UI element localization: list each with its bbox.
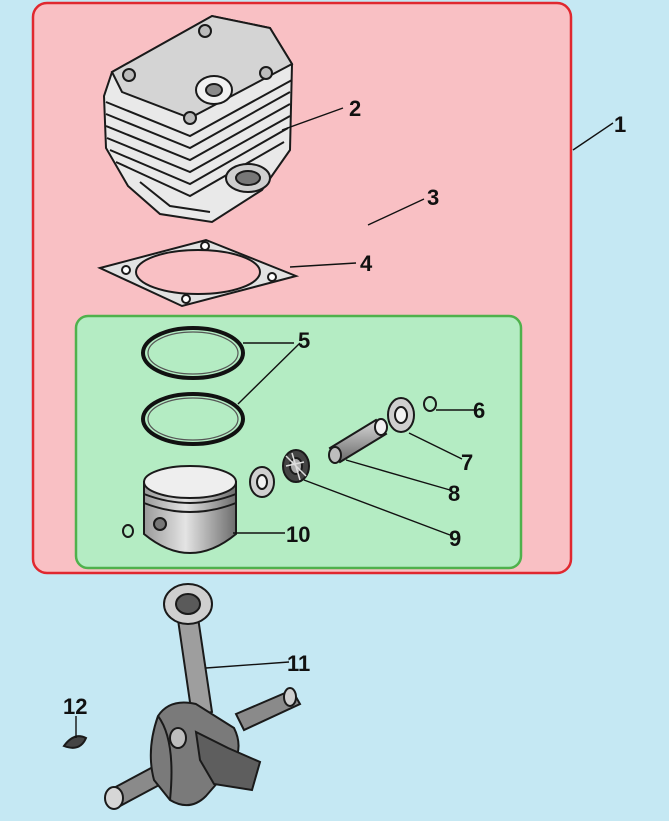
callout-5: 5 [298, 328, 310, 353]
callout-8: 8 [448, 481, 460, 506]
callout-4: 4 [360, 251, 373, 276]
crankshaft-part [104, 583, 302, 810]
woodruff-key-part [62, 735, 88, 749]
cylinder-part [102, 14, 294, 224]
leader-lines [75, 107, 614, 738]
needle-bearing-part [282, 449, 310, 483]
callout-3: 3 [427, 185, 439, 210]
callout-6: 6 [473, 398, 485, 423]
callout-9: 9 [449, 526, 461, 551]
piston-part [122, 465, 237, 554]
callout-12: 12 [63, 694, 87, 719]
washer-left-part [249, 466, 275, 498]
callout-11: 11 [287, 651, 310, 676]
circlip-part [423, 396, 437, 412]
piston-pin-part [328, 418, 388, 464]
callout-1: 1 [614, 112, 626, 137]
callout-10: 10 [286, 522, 310, 547]
callout-2: 2 [349, 96, 361, 121]
cylinder-gasket-part [97, 238, 300, 308]
callout-7: 7 [461, 450, 473, 475]
washer-right-part [387, 397, 415, 433]
piston-rings-part [141, 326, 245, 446]
